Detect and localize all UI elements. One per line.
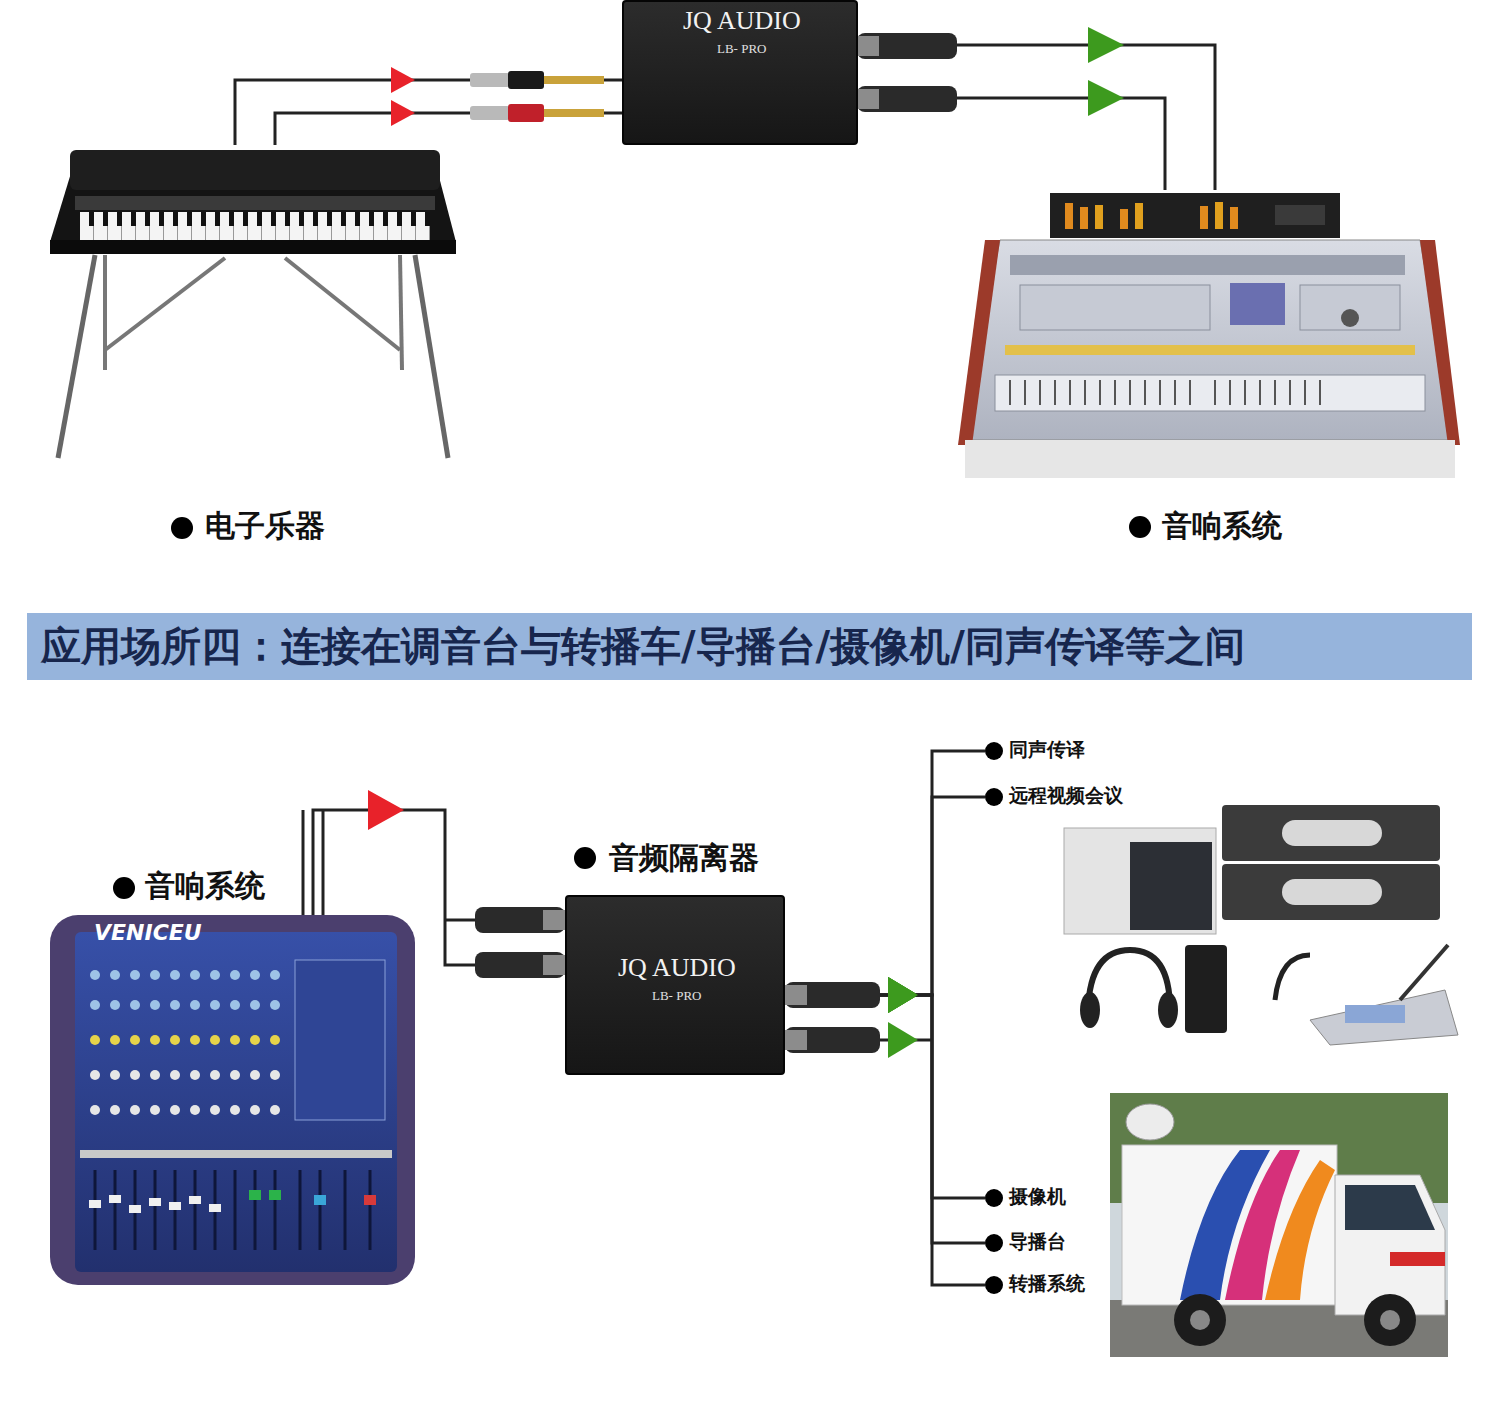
arrow-head [368,790,404,830]
output-label: 导播台 [1009,1231,1066,1253]
xlr-plugs [857,33,957,112]
bullet-dot [985,1189,1003,1207]
cable-line [275,113,622,145]
electric-piano [50,150,456,458]
model-name: LB- PRO [717,42,766,57]
signal-cable [785,751,985,1013]
device-heading: 电子乐器 [205,509,325,544]
cable-line [785,751,985,995]
arrow-head [391,100,415,126]
arrow-head [888,977,918,1013]
signal-cable [785,977,985,1243]
cable-line [785,797,985,995]
cable-line [785,995,985,1285]
instrument-node: 电子乐器 [50,145,460,465]
brand-name: JQ AUDIO [618,953,736,983]
arrow-head [391,67,415,93]
isolator-box: 音频隔离器JQ AUDIOLB- PRO [565,895,785,1075]
device-heading: 音响系统 [145,869,265,904]
signal-cable [858,27,1215,190]
arrow-head [888,977,918,1013]
cable-line [785,995,985,1243]
signal-cable [275,100,622,145]
bullet-dot [985,788,1003,806]
signal-cable [785,977,985,1198]
cable-line [785,995,985,1198]
bullet-dot [985,1234,1003,1252]
output-item: 导播台 [985,1229,1070,1257]
device-heading: 音频隔离器 [609,841,759,876]
jack-plugs [470,71,604,122]
model-name: LB- PRO [652,989,701,1004]
arrow-head [888,977,918,1013]
output-item: 转播系统 [985,1271,1089,1299]
arrow-head [1088,80,1124,116]
signal-cable [785,977,985,1285]
output-label: 摄像机 [1009,1186,1066,1208]
mixer-node: 音响系统VENICEU [50,915,415,1285]
console-node: 音响系统 [955,190,1460,485]
output-label: 远程视频会议 [1009,785,1123,807]
arrow-head [888,977,918,1013]
signal-cable [785,797,985,1013]
bullet-dot [985,742,1003,760]
isolator-box: JQ AUDIO LB- PRO [622,0,858,145]
output-item: 远程视频会议 [985,783,1127,811]
digital-console [958,193,1460,478]
output-label: 转播系统 [1009,1273,1085,1295]
brand-name: JQ AUDIO [683,6,801,36]
cable-line [858,45,1215,190]
arrow-head [1088,27,1124,63]
analog-mixer [50,810,415,1285]
section-band: 应用场所四：连接在调音台与转播车/导播台/摄像机/同声传译等之间 [27,613,1472,680]
conference-equipment [1064,805,1458,1045]
output-item: 同声传译 [985,737,1089,765]
output-label: 同声传译 [1009,739,1085,761]
arrow-head [888,977,918,1013]
output-item: 摄像机 [985,1184,1070,1212]
bullet-dots [113,516,1151,899]
cable-line [235,80,622,145]
signal-cable [235,67,622,145]
mixer-logo: VENICEU [94,920,202,945]
section-title: 应用场所四：连接在调音台与转播车/导播台/摄像机/同声传译等之间 [41,623,1245,669]
broadcast-truck-photo [1110,1093,1448,1357]
bullet-dot [985,1276,1003,1294]
device-heading: 音响系统 [1162,509,1282,544]
signal-cable [858,80,1165,190]
